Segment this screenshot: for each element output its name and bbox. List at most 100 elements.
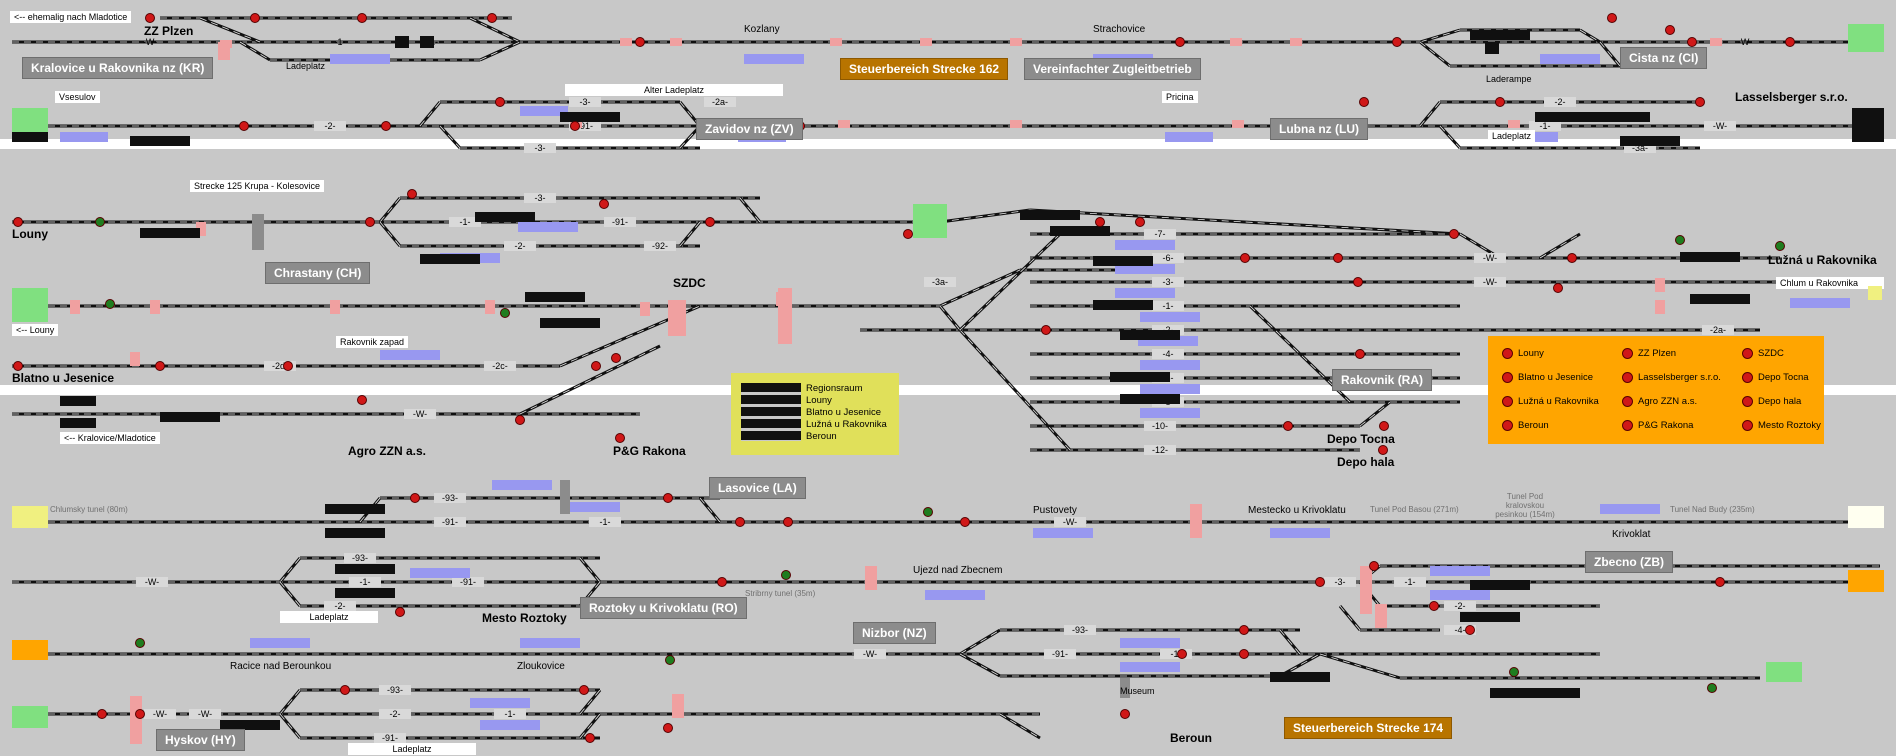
legend-item[interactable]: Agro ZZN a.s. [1622, 396, 1697, 407]
regions-panel-item[interactable]: Louny [806, 395, 832, 406]
signal-icon[interactable] [1495, 97, 1505, 107]
interlocking-area-label[interactable]: Lasovice (LA) [709, 477, 806, 499]
signal-icon[interactable] [1333, 253, 1343, 263]
signal-icon[interactable] [599, 199, 609, 209]
signal-icon[interactable] [145, 13, 155, 23]
signal-icon[interactable] [365, 217, 375, 227]
signal-icon[interactable] [1695, 97, 1705, 107]
signal-icon[interactable] [1665, 25, 1675, 35]
legend-item[interactable]: Louny [1502, 348, 1544, 359]
signal-icon[interactable] [635, 37, 645, 47]
track-segment[interactable] [1029, 208, 1461, 236]
legend-item[interactable]: Depo Tocna [1742, 372, 1809, 383]
signal-icon[interactable] [135, 638, 145, 648]
regions-panel-item[interactable]: Beroun [806, 431, 837, 442]
signal-icon[interactable] [395, 607, 405, 617]
interlocking-area-label[interactable]: Zavidov nz (ZV) [696, 118, 803, 140]
signal-icon[interactable] [155, 361, 165, 371]
regions-panel-item[interactable]: Blatno u Jesenice [806, 407, 881, 418]
signal-icon[interactable] [585, 733, 595, 743]
signal-icon[interactable] [13, 361, 23, 371]
signal-icon[interactable] [903, 229, 913, 239]
signal-icon[interactable] [1378, 445, 1388, 455]
control-area-label[interactable]: Steuerbereich Strecke 162 [840, 58, 1009, 80]
track-segment[interactable] [958, 232, 1062, 332]
signal-icon[interactable] [135, 709, 145, 719]
control-area-label[interactable]: Steuerbereich Strecke 174 [1284, 717, 1453, 739]
signal-icon[interactable] [357, 13, 367, 23]
signal-icon[interactable] [1095, 217, 1105, 227]
legend-item[interactable]: Mesto Roztoky [1742, 420, 1821, 431]
signal-icon[interactable] [665, 655, 675, 665]
signal-icon[interactable] [1135, 217, 1145, 227]
signal-icon[interactable] [13, 217, 23, 227]
signal-icon[interactable] [1379, 421, 1389, 431]
signal-icon[interactable] [1240, 253, 1250, 263]
signal-icon[interactable] [97, 709, 107, 719]
signal-icon[interactable] [1775, 241, 1785, 251]
signal-icon[interactable] [1675, 235, 1685, 245]
signal-icon[interactable] [1175, 37, 1185, 47]
signal-icon[interactable] [1041, 325, 1051, 335]
interlocking-area-label[interactable]: Roztoky u Krivoklatu (RO) [580, 597, 747, 619]
signal-icon[interactable] [1353, 277, 1363, 287]
signal-icon[interactable] [95, 217, 105, 227]
signal-icon[interactable] [105, 299, 115, 309]
signal-icon[interactable] [357, 395, 367, 405]
signal-icon[interactable] [579, 685, 589, 695]
legend-item[interactable]: Lužná u Rakovnika [1502, 396, 1599, 407]
signal-icon[interactable] [717, 577, 727, 587]
signal-icon[interactable] [1369, 561, 1379, 571]
legend-item[interactable]: Lasselsberger s.r.o. [1622, 372, 1721, 383]
legend-item[interactable]: SZDC [1742, 348, 1784, 359]
signal-icon[interactable] [1359, 97, 1369, 107]
signal-icon[interactable] [500, 308, 510, 318]
signal-icon[interactable] [239, 121, 249, 131]
interlocking-area-label[interactable]: Cista nz (CI) [1620, 47, 1708, 69]
signal-icon[interactable] [515, 415, 525, 425]
interlocking-area-label[interactable]: Rakovnik (RA) [1332, 369, 1433, 391]
signal-icon[interactable] [611, 353, 621, 363]
signal-icon[interactable] [570, 121, 580, 131]
signal-icon[interactable] [381, 121, 391, 131]
signal-icon[interactable] [1315, 577, 1325, 587]
signal-icon[interactable] [1392, 37, 1402, 47]
signal-icon[interactable] [1449, 229, 1459, 239]
control-area-label[interactable]: Vereinfachter Zugleitbetrieb [1024, 58, 1201, 80]
signal-icon[interactable] [1715, 577, 1725, 587]
legend-item[interactable]: P&G Rakona [1622, 420, 1693, 431]
signal-icon[interactable] [1465, 625, 1475, 635]
signal-icon[interactable] [1785, 37, 1795, 47]
signal-icon[interactable] [1707, 683, 1717, 693]
signal-icon[interactable] [615, 433, 625, 443]
signal-icon[interactable] [1429, 601, 1439, 611]
signal-icon[interactable] [340, 685, 350, 695]
signal-icon[interactable] [1239, 649, 1249, 659]
signal-icon[interactable] [1355, 349, 1365, 359]
signal-icon[interactable] [781, 570, 791, 580]
legend-item[interactable]: ZZ Plzen [1622, 348, 1676, 359]
signal-icon[interactable] [1687, 37, 1697, 47]
signal-icon[interactable] [1607, 13, 1617, 23]
signal-icon[interactable] [960, 517, 970, 527]
signal-icon[interactable] [1553, 283, 1563, 293]
signal-icon[interactable] [1239, 625, 1249, 635]
signal-icon[interactable] [663, 723, 673, 733]
signal-icon[interactable] [1567, 253, 1577, 263]
signal-icon[interactable] [283, 361, 293, 371]
signal-icon[interactable] [487, 13, 497, 23]
legend-item[interactable]: Beroun [1502, 420, 1549, 431]
signal-icon[interactable] [495, 97, 505, 107]
interlocking-area-label[interactable]: Hyskov (HY) [156, 729, 245, 751]
interlocking-area-label[interactable]: Chrastany (CH) [265, 262, 371, 284]
interlocking-area-label[interactable]: Kralovice u Rakovnika nz (KR) [22, 57, 214, 79]
signal-icon[interactable] [1120, 709, 1130, 719]
signal-icon[interactable] [1509, 667, 1519, 677]
signal-icon[interactable] [1283, 421, 1293, 431]
signal-icon[interactable] [705, 217, 715, 227]
signal-icon[interactable] [735, 517, 745, 527]
legend-item[interactable]: Depo hala [1742, 396, 1801, 407]
signal-icon[interactable] [923, 507, 933, 517]
signal-icon[interactable] [663, 493, 673, 503]
legend-item[interactable]: Blatno u Jesenice [1502, 372, 1593, 383]
